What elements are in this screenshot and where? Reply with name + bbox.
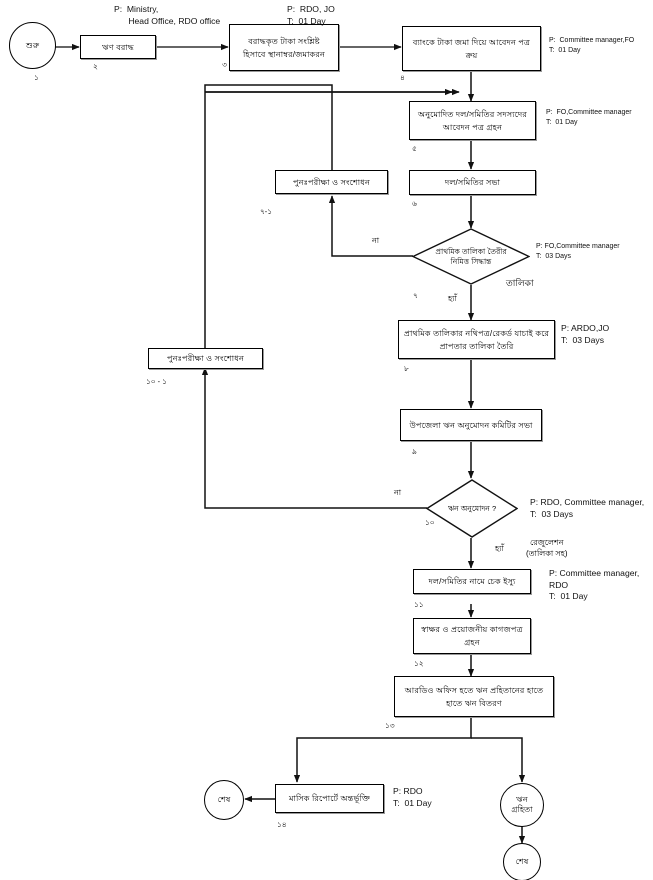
node-disburse-loan[interactable]: আরডিও অফিস হতে ঋন প্রহিতানের হাতে হাতে ঋ… bbox=[394, 676, 554, 717]
node-loan-allocation[interactable]: ঋণ বরাদ্ধ bbox=[80, 35, 156, 59]
node-review-revise-7-1-label: পুনঃপরীক্ষা ও সংশোধন bbox=[293, 177, 370, 187]
annotation-committee-manager-rdo: P: Committee manager, RDO T: 01 Day bbox=[549, 568, 640, 601]
node-group-meeting-label: দল/সমিতির সভা bbox=[444, 178, 501, 187]
node-disburse-loan-line1: আরডিও অফিস হতে ঋন প্রহিতানের হাতে bbox=[404, 685, 544, 695]
node-review-revise-10-1-number: ১০ - ১ bbox=[146, 377, 167, 386]
node-receive-applications[interactable]: অনুমোদিত দল/সমিতির সদস্যদের আবেদন পত্র গ… bbox=[409, 101, 536, 140]
node-buy-application-form-number: ৪ bbox=[400, 73, 405, 82]
edge-label-d7-no: না bbox=[372, 236, 380, 245]
annotation-fo-committee-manager-03: P: FO,Committee manager T: 03 Days bbox=[536, 243, 620, 260]
decision-loan-approval[interactable]: ঋন অনুমোদন ? bbox=[426, 479, 518, 538]
node-review-revise-7-1-number: ৭-১ bbox=[260, 207, 273, 216]
node-review-revise-10-1-label: পুনঃপরীক্ষা ও সংশোধন bbox=[167, 354, 244, 363]
node-group-meeting-number: ৬ bbox=[412, 199, 417, 208]
node-upazila-committee-meeting-number: ৯ bbox=[412, 447, 417, 456]
node-verify-records-number: ৮ bbox=[404, 364, 409, 373]
node-review-revise-7-1[interactable]: পুনঃপরীক্ষা ও সংশোধন bbox=[275, 170, 388, 194]
decision-preliminary-list-shape bbox=[412, 228, 530, 285]
node-collect-signatures-line2: গ্রহন bbox=[464, 638, 480, 647]
node-fund-transfer-line2: হিসাবে স্থানাম্বর/জমাকরন bbox=[243, 49, 325, 59]
node-fund-transfer-line1: বরাদ্ধকৃত টাকা সংশ্লিষ্ট bbox=[248, 36, 320, 46]
annotation-ardo-jo: P: ARDO,JO T: 03 Days bbox=[561, 323, 610, 345]
decision-loan-approval-number: ১০ bbox=[425, 518, 435, 527]
node-start-number: ১ bbox=[34, 73, 39, 82]
node-fund-transfer-number: ৩ bbox=[222, 60, 227, 69]
edge-label-d10-resolution-line1: রেজুলেশন bbox=[530, 538, 564, 547]
node-collect-signatures-line1: স্বাক্ষর ও প্রয়োজনীয় কাগজপত্র bbox=[421, 625, 523, 634]
node-end-right-label: শেষ bbox=[515, 857, 529, 866]
edge-label-d7-list: তালিকা bbox=[506, 278, 534, 288]
annotation-fo-committee-manager-01: P: FO,Committee manager T: 01 Day bbox=[546, 109, 632, 126]
decision-preliminary-list-text: প্রাথমিক তালিকা তৈরীর নিমিত্ত সিদ্ধান্ত bbox=[412, 247, 530, 267]
node-buy-application-form[interactable]: ব্যাংকে টাকা জমা দিয়ে আবেদন পত্র ক্রয় bbox=[402, 26, 541, 71]
node-loan-allocation-number: ২ bbox=[93, 62, 98, 71]
node-end-left[interactable]: শেষ bbox=[204, 780, 244, 820]
node-receive-applications-line2: আবেদন পত্র গ্রহন bbox=[442, 122, 503, 132]
node-group-meeting[interactable]: দল/সমিতির সভা bbox=[409, 170, 536, 195]
node-issue-cheque[interactable]: দল/সমিতির নামে চেক ইস্যু bbox=[413, 569, 531, 594]
node-borrower-line1: ঋন bbox=[516, 795, 528, 804]
node-receive-applications-line1: অনুমোদিত দল/সমিতির সদস্যদের bbox=[418, 109, 527, 119]
node-start-label: শুরু bbox=[25, 40, 40, 50]
node-verify-records-line1: প্রাথমিক তালিকার নথিপত্র/রেকর্ড যাচাই কর… bbox=[403, 328, 550, 338]
edge-label-d7-yes: হ্যাঁ bbox=[448, 294, 457, 303]
node-borrower[interactable]: ঋন গ্রহিতা bbox=[500, 783, 544, 827]
decision-loan-approval-shape bbox=[426, 479, 518, 538]
decision-preliminary-list[interactable]: প্রাথমিক তালিকা তৈরীর নিমিত্ত সিদ্ধান্ত bbox=[412, 228, 530, 285]
node-verify-records-line2: প্রাপতার তালিকা তৈরি bbox=[439, 341, 514, 351]
edge-label-d10-yes: হ্যাঁ bbox=[495, 544, 504, 553]
node-monthly-report-label: মাসিক রিপোর্টে অন্তর্ভূক্তি bbox=[288, 794, 371, 803]
node-collect-signatures[interactable]: স্বাক্ষর ও প্রয়োজনীয় কাগজপত্র গ্রহন bbox=[413, 618, 531, 654]
node-issue-cheque-number: ১১ bbox=[414, 600, 424, 609]
node-borrower-line2: গ্রহিতা bbox=[511, 805, 533, 814]
node-issue-cheque-label: দল/সমিতির নামে চেক ইস্যু bbox=[428, 577, 516, 586]
node-collect-signatures-number: ১২ bbox=[414, 659, 424, 668]
node-disburse-loan-number: ১৩ bbox=[385, 721, 395, 730]
node-loan-allocation-label: ঋণ বরাদ্ধ bbox=[101, 42, 135, 52]
node-monthly-report-number: ১৪ bbox=[277, 820, 287, 829]
annotation-rdo-monthly: P: RDO T: 01 Day bbox=[393, 786, 432, 808]
node-start[interactable]: শুরু bbox=[9, 22, 56, 69]
node-end-right[interactable]: শেষ bbox=[503, 843, 541, 880]
edge-label-d10-resolution-line2: (তালিকা সহ) bbox=[526, 549, 568, 558]
node-fund-transfer[interactable]: বরাদ্ধকৃত টাকা সংশ্লিষ্ট হিসাবে স্থানাম্… bbox=[229, 24, 339, 71]
node-review-revise-10-1[interactable]: পুনঃপরীক্ষা ও সংশোধন bbox=[148, 348, 263, 369]
node-monthly-report[interactable]: মাসিক রিপোর্টে অন্তর্ভূক্তি bbox=[275, 784, 384, 813]
decision-loan-approval-text: ঋন অনুমোদন ? bbox=[447, 503, 497, 513]
decision-preliminary-list-number: ৭ bbox=[413, 291, 418, 300]
node-end-left-label: শেষ bbox=[217, 795, 231, 804]
node-upazila-committee-meeting[interactable]: উপজেলা ঋন অনুমোদন কমিটির সভা bbox=[400, 409, 542, 441]
node-buy-application-form-line2: ক্রয় bbox=[465, 50, 478, 60]
decision-preliminary-list-line2: নিমিত্ত সিদ্ধান্ত bbox=[450, 256, 492, 266]
annotation-rdo-jo: P: RDO, JO T: 01 Day bbox=[287, 4, 335, 26]
node-verify-records[interactable]: প্রাথমিক তালিকার নথিপত্র/রেকর্ড যাচাই কর… bbox=[398, 320, 555, 359]
decision-preliminary-list-line1: প্রাথমিক তালিকা তৈরীর bbox=[435, 246, 507, 256]
node-receive-applications-number: ৫ bbox=[412, 144, 417, 153]
annotation-ministry: P: Ministry, Head Office, RDO office bbox=[114, 4, 221, 26]
annotation-committee-manager-fo: P: Committee manager,FO T: 01 Day bbox=[549, 37, 635, 54]
edge-label-d10-no: না bbox=[394, 488, 402, 497]
node-buy-application-form-line1: ব্যাংকে টাকা জমা দিয়ে আবেদন পত্র bbox=[412, 37, 531, 47]
node-disburse-loan-line2: হাতে ঋন বিতরণ bbox=[446, 698, 502, 708]
annotation-rdo-committee-manager: P: RDO, Committee manager, T: 03 Days bbox=[530, 497, 645, 519]
node-upazila-committee-meeting-label: উপজেলা ঋন অনুমোদন কমিটির সভা bbox=[409, 420, 533, 430]
